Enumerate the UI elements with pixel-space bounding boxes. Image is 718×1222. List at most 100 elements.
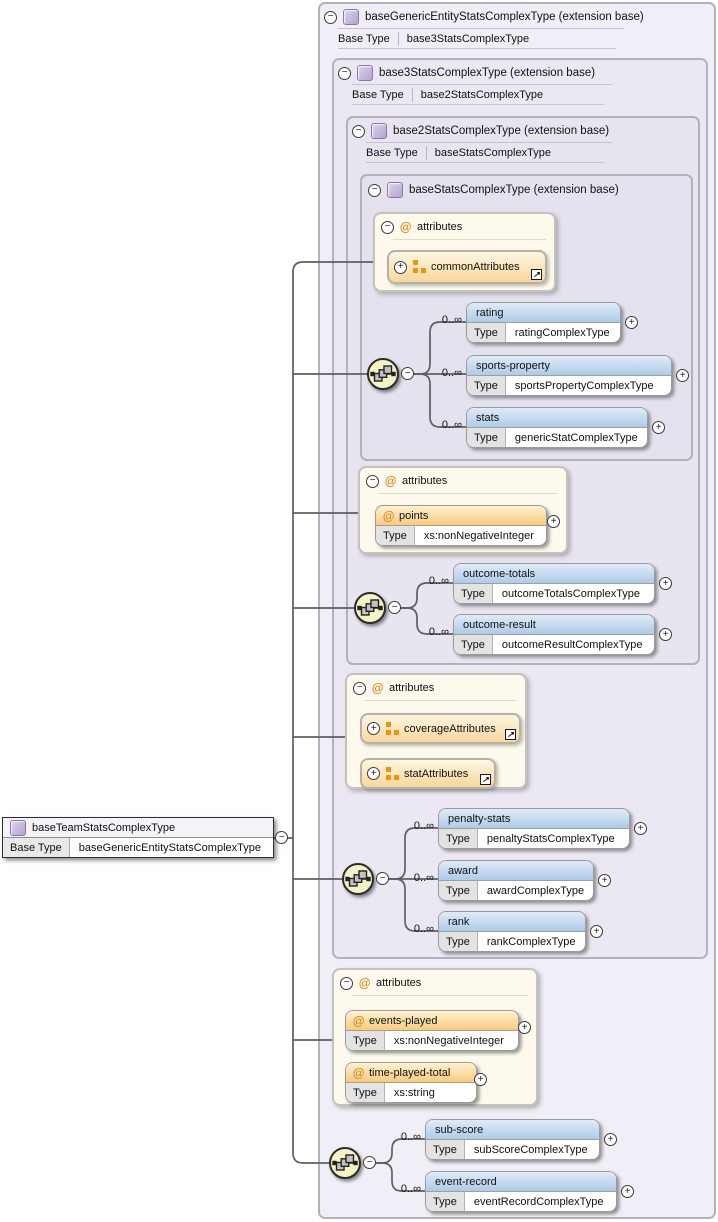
element-name: sports-property — [476, 359, 550, 372]
complextype-icon — [10, 819, 26, 836]
collapse-icon[interactable] — [388, 601, 401, 614]
type-box-baseTeamStatsComplexType[interactable]: baseTeamStatsComplexType Base Type baseG… — [2, 817, 274, 858]
expand-icon[interactable] — [367, 722, 380, 735]
expand-icon[interactable] — [394, 260, 407, 274]
type-label: Type — [439, 829, 478, 848]
collapse-icon[interactable] — [324, 10, 337, 24]
expand-icon[interactable] — [625, 316, 638, 329]
expand-icon[interactable] — [474, 1073, 487, 1086]
attributes-panel: @ attributes @events-played Typexs:nonNe… — [332, 968, 538, 1106]
type-value: sportsPropertyComplexType — [514, 379, 654, 392]
complextype-icon — [387, 182, 403, 198]
sequence-icon[interactable] — [354, 592, 386, 624]
collapse-icon[interactable] — [353, 681, 366, 695]
type-label: Type — [426, 1192, 465, 1211]
collapse-icon[interactable] — [381, 220, 394, 234]
attribute-group-icon — [385, 766, 399, 781]
sequence-icon[interactable] — [367, 358, 399, 390]
expand-icon[interactable] — [590, 925, 603, 938]
occurrence-label: 0..∞ — [413, 872, 434, 884]
divider — [338, 48, 616, 49]
expand-icon[interactable] — [547, 515, 560, 528]
base-type-value: baseStatsComplexType — [434, 147, 551, 159]
type-value: eventRecordComplexType — [473, 1195, 604, 1208]
expand-icon[interactable] — [659, 577, 672, 590]
divider — [366, 162, 604, 163]
attributes-panel: @ attributes commonAttributes — [373, 212, 556, 292]
element-name: penalty-stats — [448, 812, 511, 825]
element-name: event-record — [435, 1175, 497, 1188]
collapse-icon[interactable] — [376, 872, 389, 885]
expand-icon[interactable] — [367, 767, 380, 780]
type-label: Type — [454, 635, 493, 654]
type-label: Type — [454, 584, 493, 603]
collapse-icon[interactable] — [352, 124, 365, 138]
type-value: awardComplexType — [486, 884, 585, 897]
collapse-icon[interactable] — [338, 66, 351, 80]
base-type-label: Base Type — [338, 33, 390, 45]
collapse-icon[interactable] — [275, 831, 288, 844]
reference-link-icon[interactable] — [531, 269, 542, 280]
base-type-label: Base Type — [352, 89, 404, 101]
divider — [411, 88, 413, 102]
attribute-name: points — [399, 509, 429, 522]
attributes-label: attributes — [402, 475, 448, 487]
attribute-group-icon — [385, 721, 399, 736]
sequence-icon[interactable] — [329, 1147, 361, 1179]
divider — [365, 700, 517, 701]
attributes-panel: @ attributes coverageAttributes statAttr… — [345, 673, 527, 789]
attribute-group-coverageAttributes[interactable]: coverageAttributes — [360, 713, 521, 744]
collapse-icon[interactable] — [340, 976, 353, 990]
complextype-icon — [343, 9, 359, 25]
expand-icon[interactable] — [598, 874, 611, 887]
container-title: base3StatsComplexType (extension base) — [379, 67, 596, 79]
divider — [338, 28, 624, 29]
collapse-icon[interactable] — [363, 1156, 376, 1169]
attribute-at-icon: @ — [358, 976, 371, 990]
expand-icon[interactable] — [604, 1133, 617, 1146]
expand-icon[interactable] — [652, 421, 665, 434]
attribute-name: events-played — [369, 1014, 438, 1027]
reference-link-icon[interactable] — [480, 774, 491, 785]
element-event-record[interactable]: event-record Type eventRecordComplexType — [425, 1171, 617, 1212]
expand-icon[interactable] — [621, 1185, 634, 1198]
attributes-label: attributes — [376, 977, 422, 989]
element-name: stats — [476, 411, 500, 424]
type-title: baseTeamStatsComplexType — [32, 821, 176, 834]
collapse-icon[interactable] — [366, 474, 379, 488]
element-name: rank — [448, 915, 470, 928]
expand-icon[interactable] — [659, 628, 672, 641]
type-label: Type — [346, 1083, 385, 1102]
occurrence-label: 0..∞ — [428, 575, 449, 587]
expand-icon[interactable] — [634, 822, 647, 835]
base-type-value: base3StatsComplexType — [406, 33, 530, 45]
occurrence-label: 0..∞ — [441, 419, 462, 431]
occurrence-label: 0..∞ — [400, 1131, 421, 1143]
expand-icon[interactable] — [518, 1021, 531, 1034]
element-name: outcome-result — [463, 618, 536, 631]
collapse-icon[interactable] — [368, 183, 381, 197]
type-value: xs:nonNegativeInteger — [393, 1034, 504, 1047]
attribute-group-statAttributes[interactable]: statAttributes — [360, 758, 496, 789]
attribute-group-commonAttributes[interactable]: commonAttributes — [387, 250, 547, 284]
sequence-icon[interactable] — [342, 863, 374, 895]
base-type-value: base2StatsComplexType — [420, 89, 544, 101]
expand-icon[interactable] — [676, 369, 689, 382]
divider — [352, 84, 612, 85]
collapse-icon[interactable] — [401, 367, 414, 380]
reference-link-icon[interactable] — [505, 729, 516, 740]
type-label: Type — [467, 323, 506, 342]
attributes-label: attributes — [389, 682, 435, 694]
